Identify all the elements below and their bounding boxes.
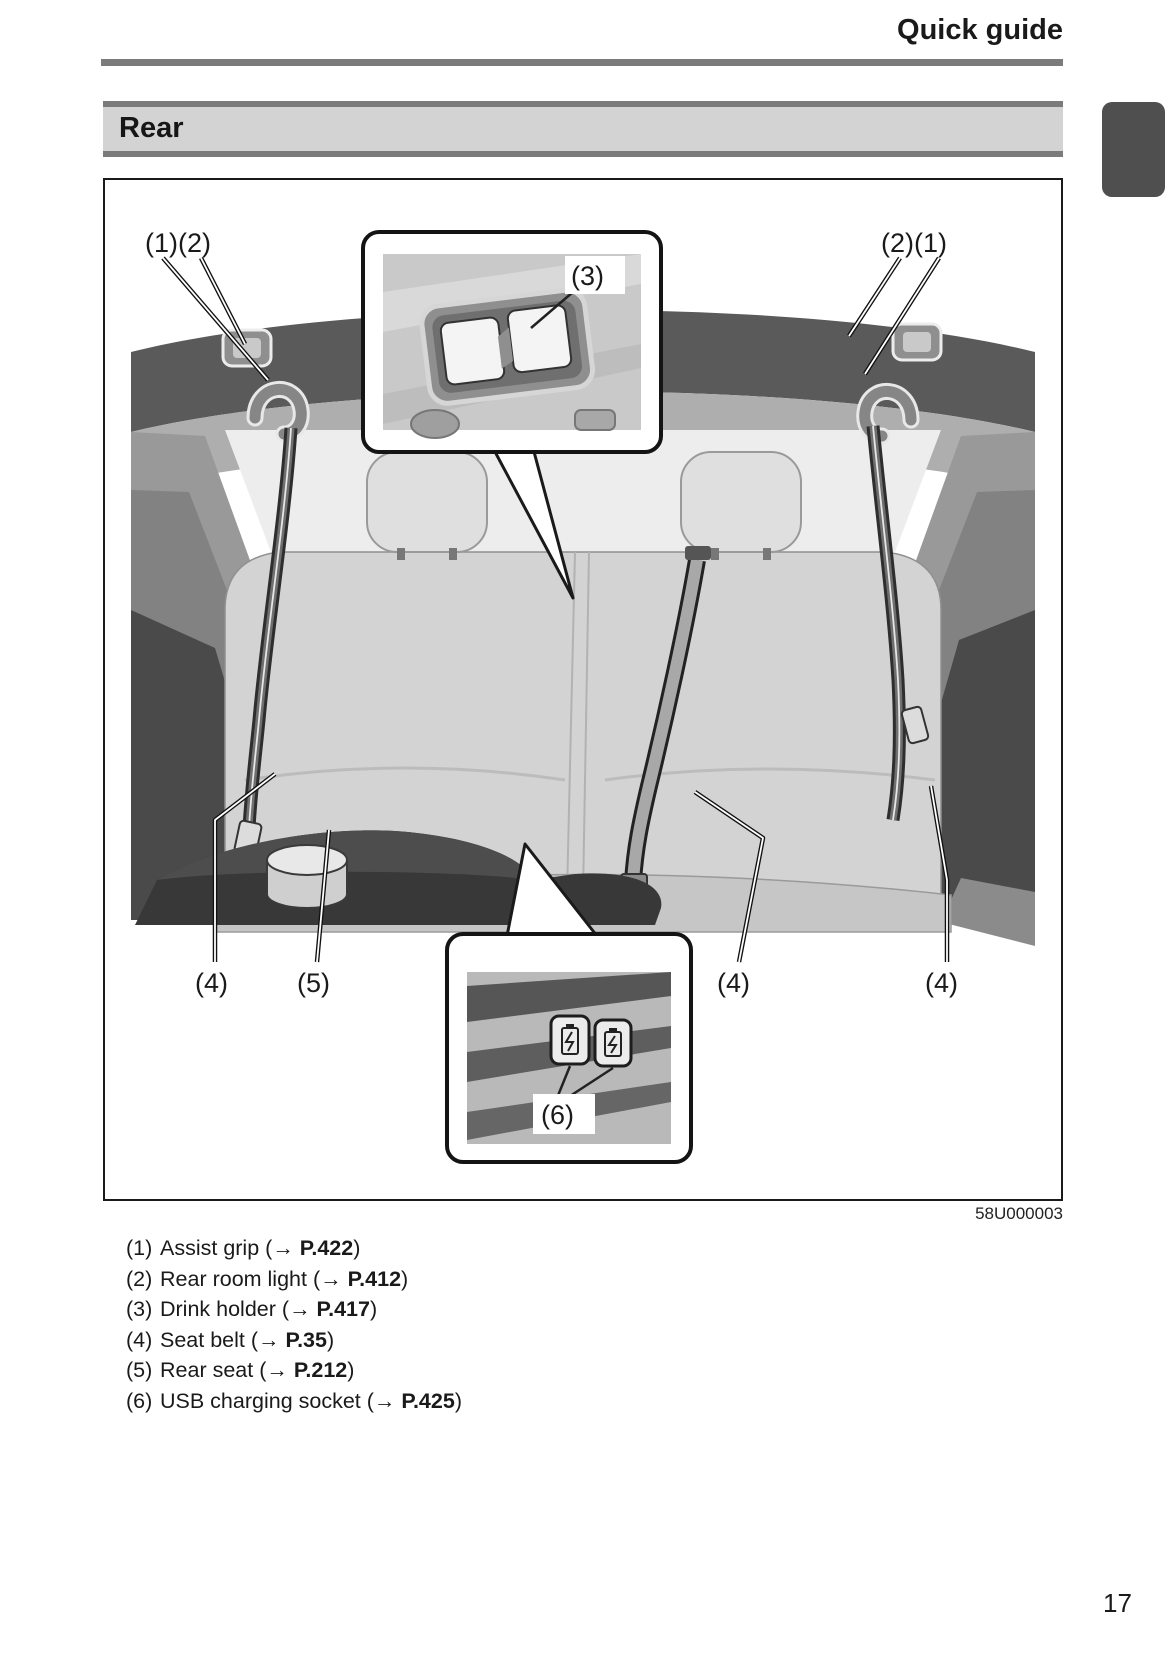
legend-item-seat-belt: (4) Seat belt (→ P.35)	[126, 1325, 462, 1356]
callout-2-1-right: (2)(1)	[881, 228, 947, 258]
callout-5-seat: (5)	[297, 968, 330, 998]
right-seat-belt	[866, 425, 930, 822]
legend-page-ref: (→ P.212)	[259, 1358, 355, 1383]
section-title: Rear	[119, 112, 184, 144]
figure-code: 58U000003	[975, 1204, 1063, 1223]
drink-holder	[419, 287, 596, 406]
legend-page-ref: (→ P.425)	[366, 1388, 462, 1413]
left-headrest	[366, 451, 488, 560]
legend-item-drink-holder: (3) Drink holder (→ P.417)	[126, 1294, 462, 1325]
chapter-edge-tab	[1102, 102, 1165, 197]
right-room-light	[891, 322, 943, 362]
legend-name: USB charging socket	[160, 1388, 361, 1413]
section-header-rear: Rear	[103, 101, 1063, 157]
legend-name: Rear seat	[160, 1358, 254, 1383]
callout-1-2-left: (1)(2)	[145, 228, 211, 258]
callout-labels: (1)(2) (2)(1) (4) (5) (4) (4)	[145, 228, 958, 998]
legend-num: (4)	[126, 1327, 153, 1352]
legend-item-usb-charging-socket: (6) USB charging socket (→ P.425)	[126, 1386, 462, 1417]
legend-num: (1)	[126, 1236, 153, 1260]
callout-leaders	[161, 256, 950, 963]
right-armrest-trim	[941, 878, 1035, 946]
page-title: Quick guide	[897, 14, 1063, 46]
legend-page-ref: (→ P.35)	[250, 1327, 335, 1352]
callout-4-right: (4)	[925, 968, 958, 998]
legend-num: (6)	[126, 1388, 153, 1413]
figure-legend: (1) Assist grip (→ P.422) (2) Rear room li…	[126, 1233, 462, 1417]
legend-name: Drink holder	[160, 1297, 276, 1322]
legend-num: (3)	[126, 1297, 153, 1322]
legend-item-rear-seat: (5) Rear seat (→ P.212)	[126, 1355, 462, 1386]
right-headrest	[680, 451, 802, 560]
legend-name: Seat belt	[160, 1327, 245, 1352]
legend-item-rear-room-light: (2) Rear room light (→ P.412)	[126, 1264, 462, 1295]
legend-name: Rear room light	[160, 1266, 307, 1291]
legend-page-ref: (→ P.422)	[265, 1236, 361, 1260]
page-number: 17	[1103, 1588, 1132, 1618]
rear-interior-figure: (3)	[103, 178, 1063, 1201]
rear-interior-illustration: (3)	[131, 228, 1035, 1164]
legend-name: Assist grip	[160, 1236, 260, 1260]
usb-socket-icon	[593, 1018, 633, 1068]
drink-holder-inset: (3)	[361, 230, 663, 454]
callout-6: (6)	[541, 1100, 574, 1130]
callout-4-center: (4)	[717, 968, 750, 998]
legend-item-assist-grip: (1) Assist grip (→ P.422)	[126, 1233, 462, 1264]
header-rule	[101, 59, 1063, 66]
right-side-trim	[919, 610, 1035, 900]
usb-inset: (6)	[445, 932, 693, 1164]
legend-num: (5)	[126, 1358, 153, 1383]
legend-page-ref: (→ P.412)	[312, 1266, 409, 1291]
callout-4-left: (4)	[195, 968, 228, 998]
legend-page-ref: (→ P.417)	[281, 1297, 378, 1322]
cup-in-holder	[266, 844, 348, 909]
legend-num: (2)	[126, 1266, 153, 1291]
callout-3: (3)	[571, 261, 604, 291]
usb-socket-icon	[549, 1014, 591, 1066]
